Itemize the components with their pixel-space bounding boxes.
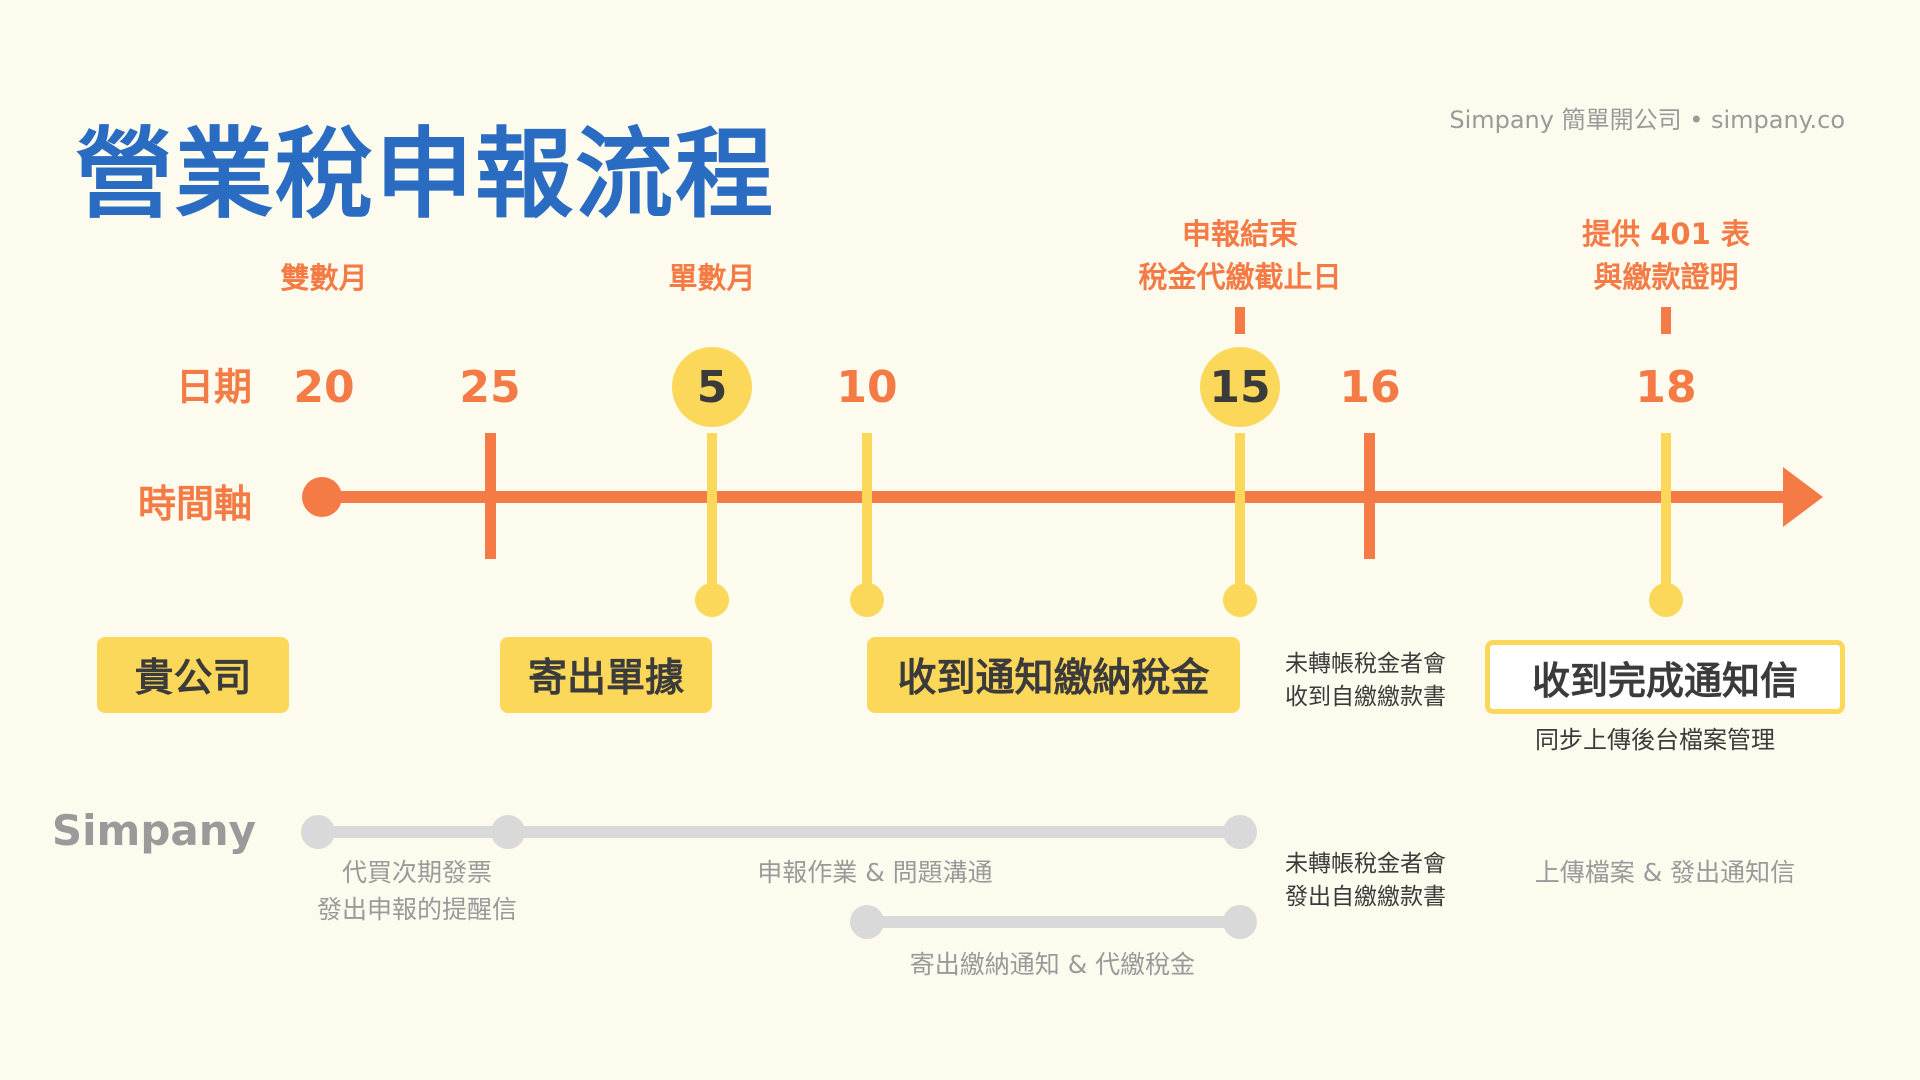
stem-dot-10: [850, 583, 884, 617]
brand-label[interactable]: Simpany 簡單開公司 • simpany.co: [1449, 106, 1845, 134]
tick-16: [1364, 433, 1375, 559]
stem-dot-5: [695, 583, 729, 617]
top-label-provide-401: 提供 401 表: [1582, 217, 1750, 251]
page-title: 營業稅申報流程: [75, 118, 776, 232]
date-highlight-15: [1200, 347, 1280, 427]
timeline-arrow-head: [1783, 467, 1823, 527]
date-16: 16: [1339, 362, 1400, 413]
stem-15: [1235, 433, 1245, 597]
top-label-odd-month: 單數月: [668, 261, 755, 295]
top-label-even-month: 雙數月: [280, 261, 367, 295]
sync-note: 同步上傳後台檔案管理: [1535, 726, 1775, 754]
company-unpaid-note: 未轉帳稅金者會 收到自繳繳款書: [1285, 651, 1446, 710]
row-label-date: 日期: [176, 365, 252, 409]
simpany-upload-note: 上傳檔案 & 發出通知信: [1534, 858, 1796, 887]
simpany-dot-25: [491, 815, 525, 849]
simpany-payment-note: 寄出繳納通知 & 代繳稅金: [909, 950, 1196, 979]
simpany-payment-dot-end: [1223, 905, 1257, 939]
tick-25: [485, 433, 496, 559]
simpany-dot-15: [1223, 815, 1257, 849]
stem-dot-15: [1223, 583, 1257, 617]
deadline-tick: [1235, 307, 1245, 334]
simpany-unpaid-note: 未轉帳稅金者會 發出自繳繳款書: [1285, 851, 1446, 910]
simpany-payment-dot-start: [850, 905, 884, 939]
top-label-tax-deadline: 稅金代繳截止日: [1138, 260, 1341, 294]
stem-18: [1661, 433, 1671, 597]
date-15: 15: [1209, 362, 1270, 413]
row-label-simpany: Simpany: [52, 806, 256, 855]
top-label-filing-end: 申報結束: [1182, 217, 1298, 251]
send-docs-box: 寄出單據: [500, 637, 712, 713]
date-5: 5: [697, 362, 728, 413]
row-label-timeline: 時間軸: [138, 482, 252, 526]
receive-notice-box: 收到通知繳納稅金: [867, 637, 1240, 713]
date-10: 10: [836, 362, 897, 413]
simpany-filing-note: 申報作業 & 問題溝通: [757, 858, 993, 887]
company-box: 貴公司: [97, 637, 289, 713]
provide-401-tick: [1661, 307, 1671, 334]
date-highlight-5: [672, 347, 752, 427]
timeline-start-dot: [302, 477, 342, 517]
date-20: 20: [293, 362, 354, 413]
stem-10: [862, 433, 872, 597]
top-label-payment-proof: 與繳款證明: [1593, 260, 1738, 294]
simpany-invoice-note: 代買次期發票 發出申報的提醒信: [316, 858, 517, 924]
simpany-dot-20: [301, 815, 335, 849]
date-25: 25: [459, 362, 520, 413]
stem-5: [707, 433, 717, 597]
stem-dot-18: [1649, 583, 1683, 617]
complete-notice-box: 收到完成通知信: [1485, 640, 1845, 714]
date-18: 18: [1635, 362, 1696, 413]
